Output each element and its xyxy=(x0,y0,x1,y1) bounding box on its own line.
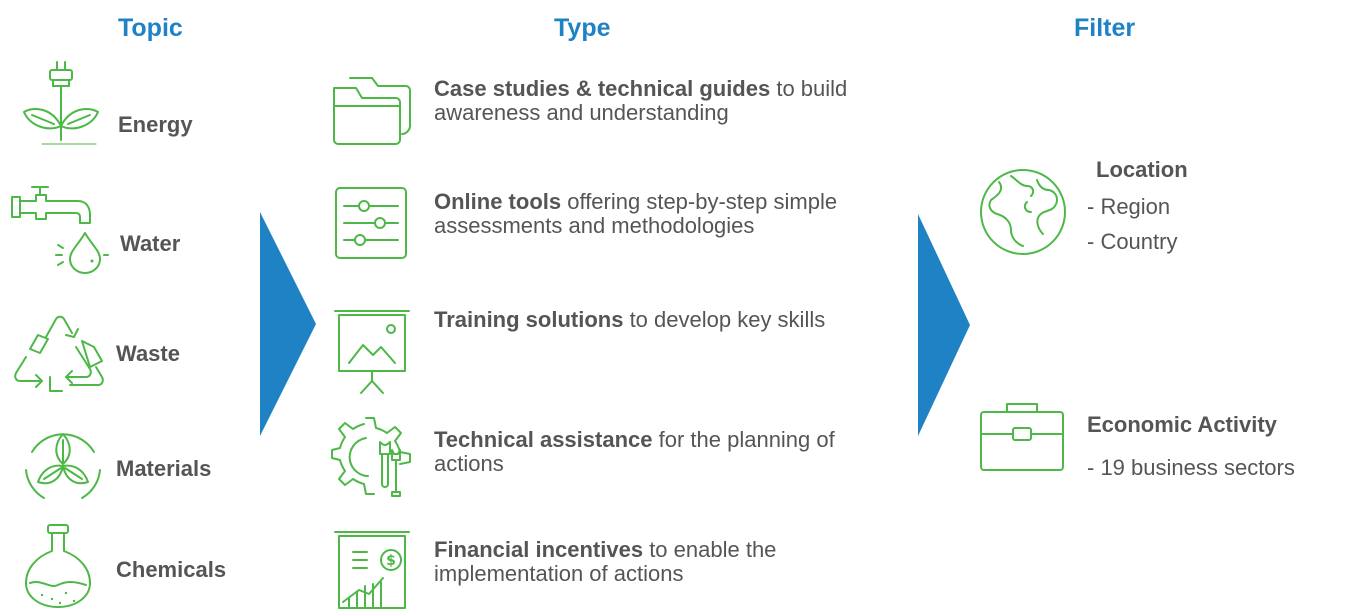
type-item-rest: to build awareness and understanding xyxy=(434,76,848,125)
filter-item-region: - Region xyxy=(1087,194,1171,219)
topic-header: Topic xyxy=(118,14,183,42)
type-item-financial: Financial incentives to enable the imple… xyxy=(434,538,894,586)
type-item-technical-assistance: Technical assistance for the planning of… xyxy=(434,428,894,476)
type-item-rest: to develop key skills xyxy=(623,307,826,332)
type-item-rest: for the planning of actions xyxy=(434,427,835,476)
topic-label-waste: Waste xyxy=(116,341,180,366)
type-item-training: Training solutions to develop key skills xyxy=(434,308,894,332)
briefcase-icon xyxy=(977,400,1067,474)
type-item-rest: to enable the implementation of actions xyxy=(434,537,777,586)
sliders-icon xyxy=(334,186,408,260)
plant-plug-icon xyxy=(12,60,107,150)
finance-chart-icon: $ xyxy=(333,528,413,610)
filter-title-economic-activity: Economic Activity xyxy=(1087,412,1277,437)
type-item-online-tools: Online tools offering step-by-step simpl… xyxy=(434,190,894,238)
type-item-bold: Financial incentives xyxy=(434,537,644,562)
faucet-drop-icon xyxy=(8,183,109,278)
recycle-icon xyxy=(10,307,106,399)
topic-label-chemicals: Chemicals xyxy=(116,557,227,582)
type-item-case-studies: Case studies & technical guides to build… xyxy=(434,77,894,125)
presentation-board-icon xyxy=(333,305,411,395)
flask-icon xyxy=(22,523,98,609)
filter-item-business-sectors: - 19 business sectors xyxy=(1087,455,1295,480)
globe-icon xyxy=(977,162,1071,258)
type-item-bold: Technical assistance xyxy=(434,427,653,452)
topic-label-materials: Materials xyxy=(116,456,212,481)
type-item-bold: Case studies & technical guides xyxy=(434,76,771,101)
svg-text:$: $ xyxy=(386,553,396,569)
folders-icon xyxy=(330,74,414,146)
type-item-rest: offering step-by-step simple assessments… xyxy=(434,189,838,238)
filter-header: Filter xyxy=(1074,14,1136,42)
type-item-bold: Training solutions xyxy=(434,307,624,332)
type-item-bold: Online tools xyxy=(434,189,562,214)
topic-label-water: Water xyxy=(120,231,181,256)
filter-item-country: - Country xyxy=(1087,229,1178,254)
type-header: Type xyxy=(554,14,611,42)
leaves-circle-icon xyxy=(20,422,106,508)
gear-tools-icon xyxy=(330,414,412,498)
topic-label-energy: Energy xyxy=(118,112,193,137)
filter-title-location: Location xyxy=(1096,157,1188,182)
arrow-topic-to-type xyxy=(260,212,316,441)
arrow-type-to-filter xyxy=(918,214,970,441)
